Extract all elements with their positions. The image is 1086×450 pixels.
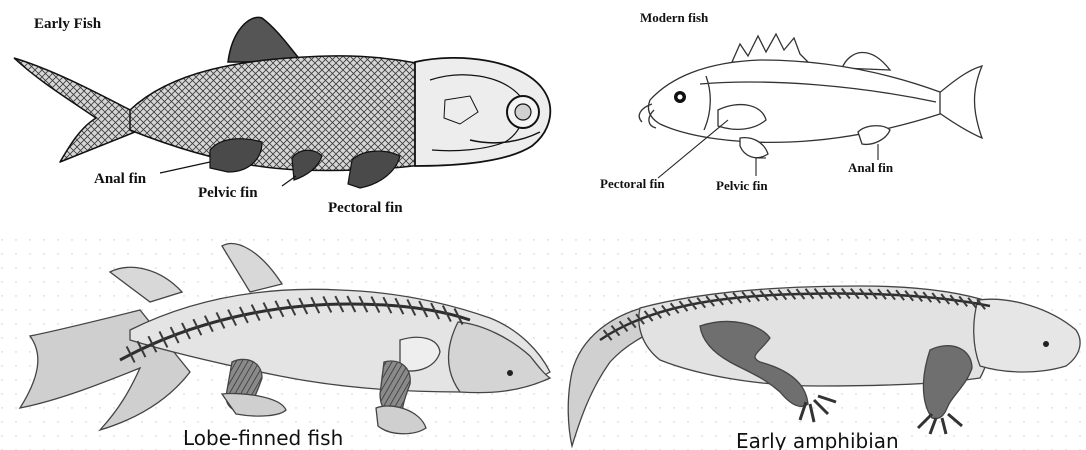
early-fish-pelvic-fin-label: Pelvic fin	[198, 185, 258, 201]
modern-fish-body	[648, 60, 940, 142]
lobe-fish-eye	[507, 370, 513, 376]
early-fish-illustration	[14, 17, 550, 188]
modern-fish-anal-fin	[858, 126, 890, 145]
lobe-finned-fish-caption: Lobe-finned fish	[183, 426, 343, 450]
modern-fish-spiny-dorsal-fin	[732, 34, 808, 62]
early-fish-pectoral-fin-label: Pectoral fin	[328, 200, 403, 216]
pelvic-fin-leader	[282, 176, 296, 186]
modern-fish-title: Modern fish	[640, 10, 709, 25]
early-fish-dorsal-fin	[228, 17, 302, 62]
early-amphibian-caption: Early amphibian	[736, 429, 899, 450]
anal-fin-leader	[160, 162, 210, 173]
modern-fish-pelvic-fin-label: Pelvic fin	[716, 178, 768, 193]
early-fish-anal-fin	[210, 139, 262, 172]
early-fish-pectoral-fin	[348, 151, 400, 188]
modern-fish-tail	[938, 66, 982, 138]
modern-fish-anal-fin-label: Anal fin	[848, 160, 894, 175]
early-fish-title: Early Fish	[34, 16, 102, 32]
early-fish-panel: Early Fish Anal fin Pelvic fin Pectoral …	[14, 16, 550, 216]
modern-fish-pectoral-fin-label: Pectoral fin	[600, 176, 665, 191]
early-fish-pelvic-fin	[292, 150, 322, 180]
modern-fish-panel: Modern fish	[600, 10, 982, 193]
modern-fish-illustration	[639, 34, 982, 158]
amphibian-eye	[1043, 341, 1049, 347]
early-fish-anal-fin-label: Anal fin	[94, 171, 147, 187]
early-fish-body	[130, 56, 455, 171]
modern-pelvic-leader	[756, 158, 766, 176]
early-fish-tail	[14, 58, 140, 162]
